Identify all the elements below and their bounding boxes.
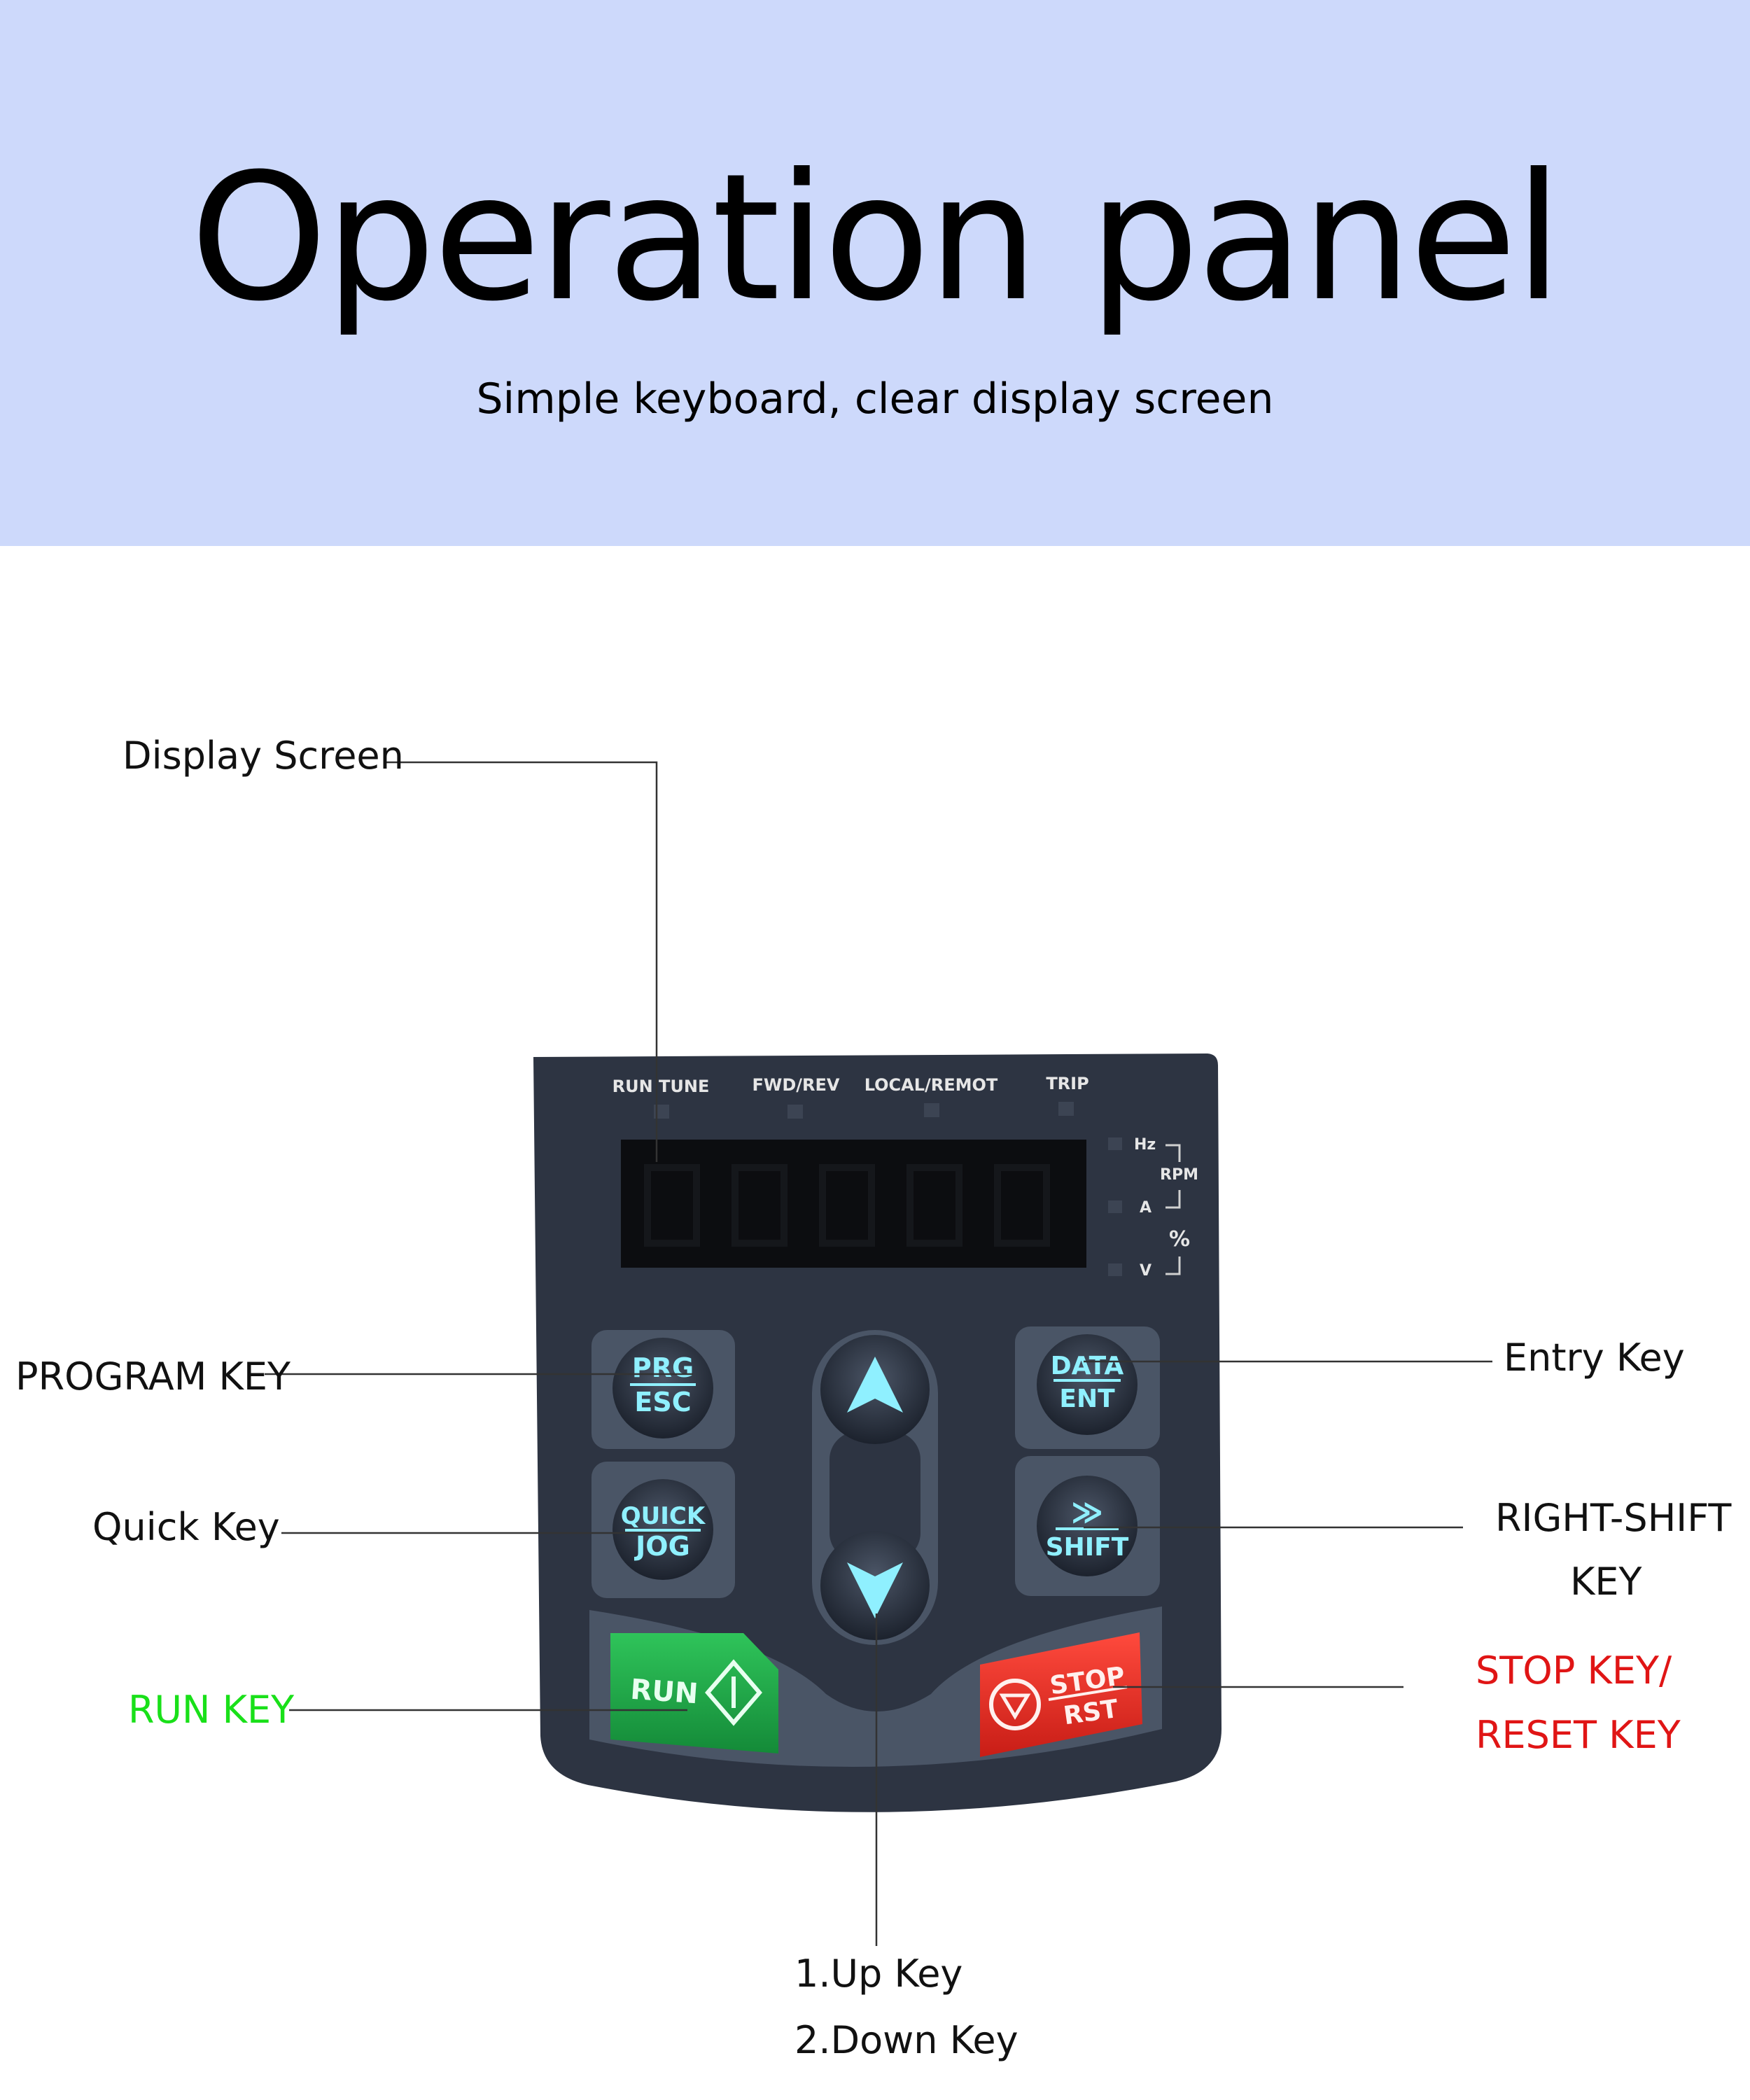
indicator-run-tune: RUN TUNE [612,1077,710,1096]
run-key[interactable]: RUN [610,1633,778,1754]
label-stop-line2: RESET KEY [1476,1713,1681,1757]
indicator-trip: TRIP [1046,1074,1088,1093]
label-right-shift-line1: RIGHT-SHIFT [1495,1496,1732,1540]
ent-label: ENT [1059,1385,1115,1413]
display-screen [621,1140,1086,1268]
shift-arrow-icon: ≫ [1071,1494,1103,1530]
unit-percent: % [1169,1227,1190,1252]
data-ent-key[interactable]: DATA ENT [1015,1326,1160,1449]
label-display-screen: Display Screen [122,734,404,778]
label-quick-key: Quick Key [92,1505,280,1549]
data-label: DATA [1051,1352,1124,1380]
up-arrow-icon [847,1357,903,1413]
label-run-key: RUN KEY [128,1688,295,1732]
led-hz [1108,1138,1122,1150]
led-run-tune [654,1105,669,1119]
led-local-remot [924,1103,939,1117]
down-key[interactable] [820,1531,930,1640]
up-key[interactable] [820,1335,930,1444]
stop-icon [989,1679,1041,1730]
led-v [1108,1264,1122,1276]
label-program-key: PROGRAM KEY [15,1354,290,1399]
label-right-shift-line2: KEY [1570,1560,1642,1604]
label-entry-key: Entry Key [1504,1336,1685,1380]
up-down-key-inner [830,1432,920,1561]
quick-jog-key[interactable]: QUICK JOG [592,1462,735,1598]
shift-key[interactable]: ≫ SHIFT [1015,1456,1160,1596]
led-a [1108,1200,1122,1213]
esc-label: ESC [634,1387,691,1418]
page-subtitle: Simple keyboard, clear display screen [476,374,1274,424]
unit-brackets [1166,1144,1181,1275]
display-segments [644,1164,1050,1247]
quick-label: QUICK [621,1502,706,1530]
leader-display-screen [384,761,658,1162]
unit-hz: Hz [1134,1136,1156,1154]
label-down-key: 2.Down Key [794,2018,1018,2062]
indicator-local-remot: LOCAL/REMOT [864,1075,998,1095]
unit-rpm: RPM [1160,1166,1198,1184]
jog-label: JOG [634,1531,690,1562]
indicator-fwd-rev: FWD/REV [752,1075,839,1095]
prg-esc-key[interactable]: PRG ESC [592,1330,735,1449]
run-label: RUN [629,1674,699,1711]
led-fwd-rev [788,1105,803,1119]
header-banner: Operation panel Simple keyboard, clear d… [0,0,1750,546]
unit-v: V [1140,1262,1152,1280]
leader-lines [265,761,1492,1946]
run-diamond-icon [705,1659,762,1726]
shift-label: SHIFT [1046,1533,1129,1562]
prg-label: PRG [632,1352,694,1383]
led-trip [1058,1102,1074,1116]
label-stop-line1: STOP KEY/ [1476,1648,1672,1693]
label-up-key: 1.Up Key [794,1952,963,1996]
stop-reset-key[interactable]: STOP RST [980,1632,1142,1757]
page-title: Operation panel [190,136,1562,340]
down-arrow-icon [847,1562,903,1618]
unit-a: A [1140,1199,1152,1217]
